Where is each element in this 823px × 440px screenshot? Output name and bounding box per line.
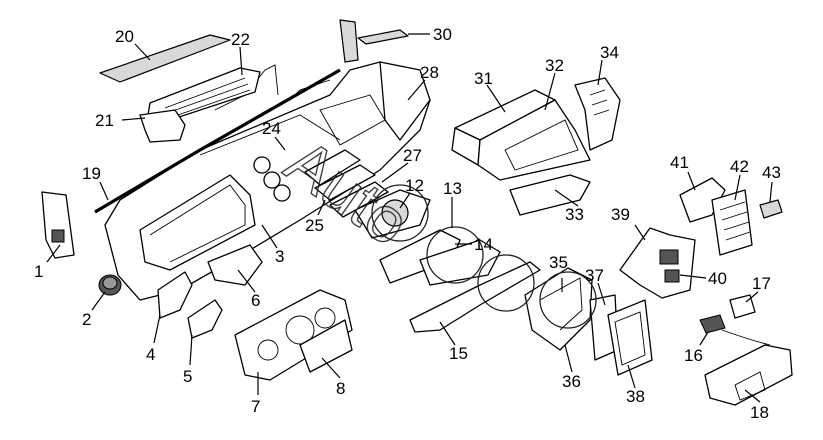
knob-2	[98, 274, 122, 296]
callout-labels: 1 2 3 4 5 6 7 8 12 13 14 15 16 17 18 19 …	[34, 25, 781, 422]
callout-16: 16	[684, 346, 703, 365]
dash-end-28	[379, 61, 431, 141]
callout-5: 5	[183, 367, 192, 386]
bezel-30	[357, 29, 409, 45]
callout-17: 17	[752, 274, 771, 293]
watermark-ring-2	[426, 226, 484, 284]
callout-24: 24	[262, 119, 281, 138]
callout-38: 38	[626, 387, 645, 406]
dash-edge-strip	[94, 68, 341, 214]
watermark-ring-1	[371, 184, 429, 242]
callout-4: 4	[146, 345, 155, 364]
callout-15: 15	[449, 344, 468, 363]
callout-6: 6	[251, 291, 260, 310]
gauge-8	[299, 319, 353, 373]
callout-22: 22	[231, 30, 250, 49]
callout-20: 20	[115, 27, 134, 46]
callout-42: 42	[730, 157, 749, 176]
callout-37: 37	[585, 266, 604, 285]
callout-33: 33	[565, 205, 584, 224]
heater-controls	[524, 267, 653, 376]
top-panel-20	[99, 34, 231, 83]
callout-39: 39	[611, 205, 630, 224]
bracket-21	[139, 109, 186, 143]
trim-5	[187, 299, 223, 339]
wire-16	[721, 329, 771, 346]
glovebox-31-32	[451, 89, 591, 181]
callout-32: 32	[545, 56, 564, 75]
trim-4	[157, 271, 193, 319]
vent-34	[574, 77, 621, 151]
callout-43: 43	[762, 163, 781, 182]
callout-30: 30	[433, 25, 452, 44]
callout-27: 27	[403, 146, 422, 165]
callout-41: 41	[670, 153, 689, 172]
trim-33	[509, 174, 591, 216]
callout-21: 21	[95, 111, 114, 130]
callout-40: 40	[708, 269, 727, 288]
callout-14: 14	[474, 235, 493, 254]
dashboard-body	[104, 19, 431, 301]
callout-12: 12	[405, 176, 424, 195]
callout-18: 18	[750, 403, 769, 422]
callout-35: 35	[549, 253, 568, 272]
callout-1: 1	[34, 262, 43, 281]
callout-7: 7	[251, 397, 260, 416]
callout-25: 25	[305, 216, 324, 235]
connector-43	[759, 199, 783, 219]
switch-16	[699, 314, 726, 334]
side-panel-1	[41, 191, 75, 259]
callout-19: 19	[82, 164, 101, 183]
box-18	[704, 344, 793, 406]
callout-3: 3	[275, 247, 284, 266]
glovebox-lid-15	[409, 261, 541, 333]
trim-6	[207, 244, 263, 286]
bracket-39-40	[619, 227, 696, 299]
leader-lines	[46, 33, 773, 403]
callout-34: 34	[600, 43, 619, 62]
callout-28: 28	[420, 63, 439, 82]
module-42	[711, 189, 753, 256]
callout-8: 8	[336, 379, 345, 398]
watermark-ring-4	[539, 271, 597, 329]
callout-36: 36	[562, 372, 581, 391]
callout-2: 2	[82, 310, 91, 329]
vent-stack	[304, 149, 389, 218]
callout-31: 31	[474, 69, 493, 88]
callout-13: 13	[443, 179, 462, 198]
clip-17	[729, 294, 756, 319]
watermark-ring-3	[477, 254, 535, 312]
cluster-bezel-7	[234, 289, 353, 381]
